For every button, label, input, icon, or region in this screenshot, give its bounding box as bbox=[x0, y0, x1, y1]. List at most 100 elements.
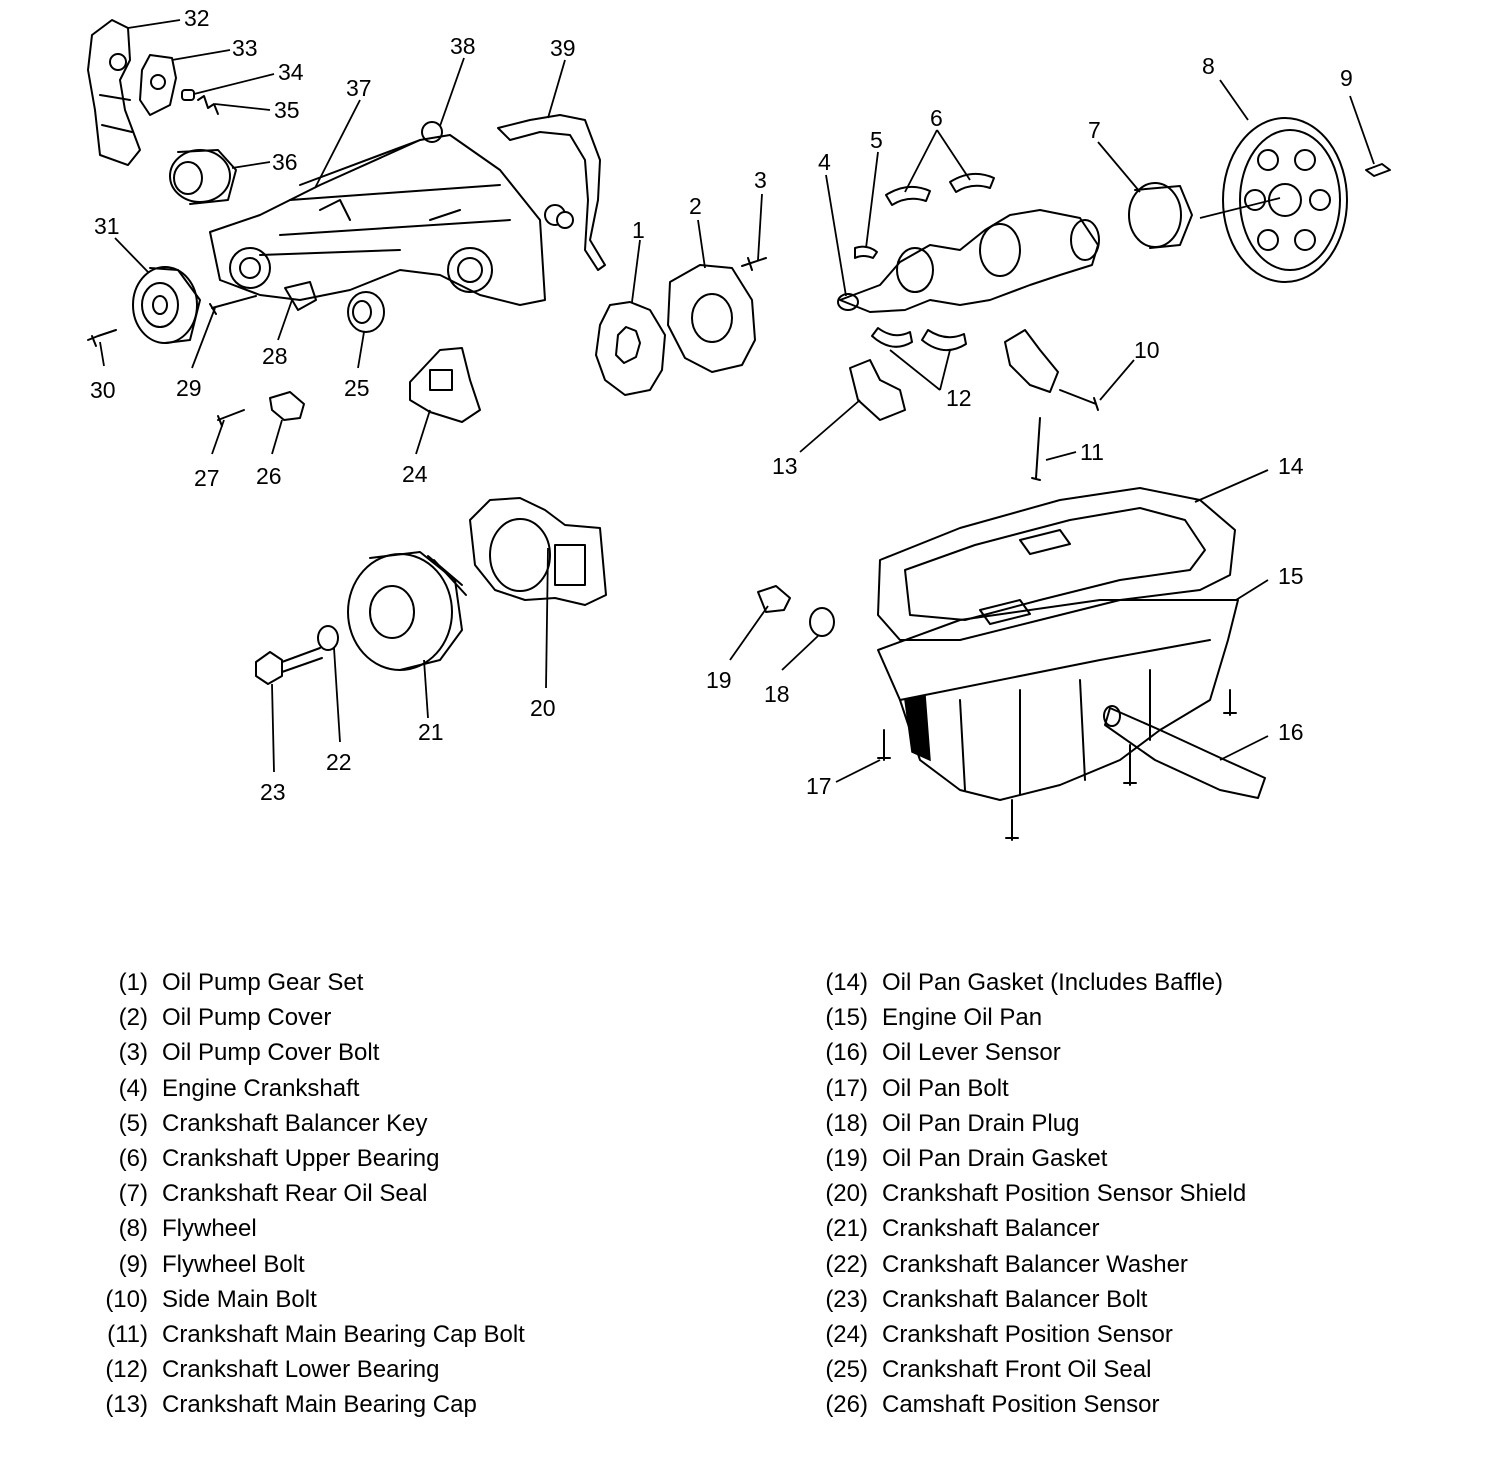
legend-label: Crankshaft Main Bearing Cap bbox=[162, 1391, 477, 1419]
exploded-view-diagram: 1 2 3 4 5 6 7 8 9 10 11 12 13 14 15 16 1… bbox=[87, 5, 1391, 841]
legend-number: (20) bbox=[825, 1180, 868, 1208]
part-30-bolt bbox=[87, 329, 117, 347]
legend-number: (17) bbox=[825, 1074, 868, 1102]
callout-9: 9 bbox=[1340, 65, 1353, 91]
part-5-key bbox=[854, 245, 878, 259]
legend-number: (6) bbox=[118, 1144, 148, 1172]
legend-label: Crankshaft Position Sensor bbox=[882, 1320, 1173, 1348]
callout-17: 17 bbox=[806, 773, 832, 799]
part-19-drain-gasket bbox=[757, 585, 791, 613]
part-28-bracket bbox=[284, 281, 317, 311]
legend-label: Oil Pump Cover bbox=[162, 1004, 332, 1032]
callout-26: 26 bbox=[256, 463, 282, 489]
legend-label: Crankshaft Balancer bbox=[882, 1215, 1100, 1243]
callout-22: 22 bbox=[326, 749, 352, 775]
legend-label: Crankshaft Position Sensor Shield bbox=[882, 1180, 1247, 1208]
legend-item: (22)Crankshaft Balancer Washer bbox=[800, 1247, 1440, 1282]
part-25-front-seal bbox=[347, 291, 385, 333]
callout-13: 13 bbox=[772, 453, 798, 479]
legend-number: (3) bbox=[118, 1039, 148, 1067]
legend-item: (6)Crankshaft Upper Bearing bbox=[80, 1141, 720, 1176]
callout-12: 12 bbox=[946, 385, 972, 411]
callout-7: 7 bbox=[1088, 117, 1101, 143]
legend-item: (10) Side Main Bolt bbox=[80, 1282, 720, 1317]
legend-number: (13) bbox=[105, 1391, 148, 1419]
legend-item: (9)Flywheel Bolt bbox=[80, 1247, 720, 1282]
part-29-bolt bbox=[209, 295, 257, 315]
part-10-side-cap bbox=[1004, 329, 1059, 393]
legend-number: (25) bbox=[825, 1356, 868, 1384]
legend-item: (7) Crankshaft Rear Oil Seal bbox=[80, 1176, 720, 1211]
legend-item: (2)Oil Pump Cover bbox=[80, 1000, 720, 1035]
legend-item: (8) Flywheel bbox=[80, 1211, 720, 1246]
part-18-drain-plug bbox=[809, 607, 835, 637]
part-26-cam-sensor bbox=[269, 391, 305, 421]
legend-number: (11) bbox=[107, 1320, 148, 1348]
legend-item: (13) Crankshaft Main Bearing Cap bbox=[80, 1387, 720, 1422]
legend-label: Camshaft Position Sensor bbox=[882, 1391, 1160, 1419]
legend-item: (19)Oil Pan Drain Gasket bbox=[800, 1141, 1440, 1176]
part-37-38-front-cover bbox=[209, 121, 546, 306]
callout-6: 6 bbox=[930, 105, 943, 131]
legend-number: (14) bbox=[825, 969, 868, 996]
part-2-oil-pump-cover bbox=[667, 264, 756, 373]
legend-label: Flywheel bbox=[162, 1215, 257, 1243]
part-21-balancer bbox=[347, 551, 467, 671]
legend-item: (12)Crankshaft Lower Bearing bbox=[80, 1352, 720, 1387]
legend-label: Oil Pump Gear Set bbox=[162, 969, 364, 996]
legend-number: (21) bbox=[825, 1215, 868, 1243]
legend-number: (10) bbox=[105, 1285, 148, 1313]
callout-33: 33 bbox=[232, 35, 258, 61]
part-11-bolt bbox=[1031, 417, 1041, 481]
callout-39: 39 bbox=[550, 35, 576, 61]
legend-number: (8) bbox=[118, 1215, 148, 1243]
part-13-bearing-cap bbox=[849, 359, 906, 421]
callout-5: 5 bbox=[870, 127, 883, 153]
legend-item: (14) Oil Pan Gasket (Includes Baffle) bbox=[800, 965, 1440, 1000]
part-1-oil-pump-gear bbox=[595, 301, 666, 396]
legend-label: Crankshaft Rear Oil Seal bbox=[162, 1180, 428, 1208]
legend-item: (26)Camshaft Position Sensor bbox=[800, 1387, 1440, 1422]
callout-20: 20 bbox=[530, 695, 556, 721]
legend-number: (23) bbox=[825, 1285, 868, 1313]
legend-label: Side Main Bolt bbox=[162, 1285, 317, 1313]
legend-item: (11) Crankshaft Main Bearing Cap Bolt bbox=[80, 1317, 720, 1352]
callout-29: 29 bbox=[176, 375, 202, 401]
callout-2: 2 bbox=[689, 193, 702, 219]
legend-label: Oil Pan Gasket (Includes Baffle) bbox=[882, 969, 1224, 996]
legend-label: Crankshaft Main Bearing Cap Bolt bbox=[162, 1320, 525, 1348]
legend-number: (9) bbox=[118, 1250, 148, 1278]
callout-numbers: 1 2 3 4 5 6 7 8 9 10 11 12 13 14 15 16 1… bbox=[90, 5, 1353, 805]
part-14-oil-pan-gasket bbox=[877, 487, 1236, 641]
callout-28: 28 bbox=[262, 343, 288, 369]
part-10-bolt bbox=[1059, 389, 1099, 411]
part-15-oil-pan bbox=[877, 599, 1239, 801]
callout-36: 36 bbox=[272, 149, 298, 175]
part-9-bolt bbox=[1365, 163, 1391, 177]
callout-27: 27 bbox=[194, 465, 220, 491]
legend-label: Crankshaft Balancer Bolt bbox=[882, 1285, 1148, 1313]
legend-label: Oil Pan Drain Plug bbox=[882, 1109, 1080, 1137]
part-8-flywheel bbox=[1222, 117, 1348, 283]
leader-lines bbox=[99, 19, 1375, 783]
legend-number: (12) bbox=[105, 1356, 148, 1384]
callout-35: 35 bbox=[274, 97, 300, 123]
legend-label: Oil Pan Drain Gasket bbox=[882, 1144, 1108, 1172]
part-16-oil-level-sensor bbox=[1103, 705, 1266, 799]
legend-item: (20) Crankshaft Position Sensor Shield bbox=[800, 1176, 1440, 1211]
legend-item: (4)Engine Crankshaft bbox=[80, 1071, 720, 1106]
legend-item: (25)Crankshaft Front Oil Seal bbox=[800, 1352, 1440, 1387]
legend-number: (7) bbox=[118, 1180, 148, 1208]
legend-item: (3)Oil Pump Cover Bolt bbox=[80, 1035, 720, 1070]
callout-25: 25 bbox=[344, 375, 370, 401]
legend-number: (4) bbox=[118, 1074, 148, 1102]
legend-number: (15) bbox=[825, 1004, 868, 1032]
callout-11: 11 bbox=[1080, 439, 1104, 465]
legend-item: (17)Oil Pan Bolt bbox=[800, 1071, 1440, 1106]
part-24-sensor bbox=[409, 347, 481, 423]
legend-number: (18) bbox=[825, 1109, 868, 1137]
legend-label: Crankshaft Balancer Key bbox=[162, 1109, 428, 1137]
legend-item: (16)Oil Lever Sensor bbox=[800, 1035, 1440, 1070]
legend-label: Engine Oil Pan bbox=[882, 1004, 1043, 1032]
legend-item: (15) Engine Oil Pan bbox=[800, 1000, 1440, 1035]
